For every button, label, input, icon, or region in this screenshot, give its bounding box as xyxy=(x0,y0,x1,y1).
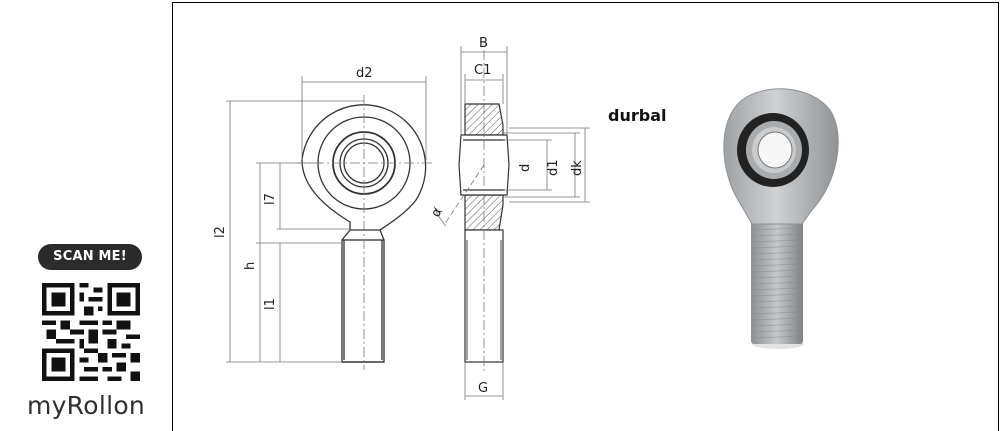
dim-label-l2: l2 xyxy=(213,226,228,238)
durbal-logo: durbal xyxy=(608,106,666,125)
dim-label-l7: l7 xyxy=(263,193,278,205)
dim-label-d1: d1 xyxy=(546,159,561,176)
product-bore xyxy=(758,132,792,168)
dim-label-d2: d2 xyxy=(356,66,373,81)
drawing-frame xyxy=(172,2,999,431)
rod-end-product-photo xyxy=(723,88,839,349)
qr-code[interactable] xyxy=(42,283,140,381)
front-view xyxy=(296,95,434,370)
side-view-dimensions xyxy=(433,46,590,400)
product-threaded-shank xyxy=(751,216,803,344)
dim-label-B: B xyxy=(479,36,488,51)
dim-label-l1: l1 xyxy=(263,298,278,310)
dim-label-C1: C1 xyxy=(474,63,491,78)
dim-label-dk: dk xyxy=(570,160,585,176)
bore-circle xyxy=(343,142,385,184)
qr-panel: SCAN ME! myRollon xyxy=(0,0,172,431)
dim-label-h: h xyxy=(243,262,258,270)
myrollon-brand: myRollon xyxy=(26,391,146,420)
dim-label-d: d xyxy=(518,164,533,172)
side-section-view xyxy=(443,50,510,372)
rod-end-technical-drawing: d2 l2 h l7 l1 xyxy=(213,36,839,400)
threaded-shank xyxy=(341,239,385,363)
dim-label-G: G xyxy=(478,381,488,396)
front-view-dimensions xyxy=(226,76,427,363)
scan-me-badge[interactable]: SCAN ME! xyxy=(38,244,142,270)
dim-label-alpha: α xyxy=(428,205,445,220)
